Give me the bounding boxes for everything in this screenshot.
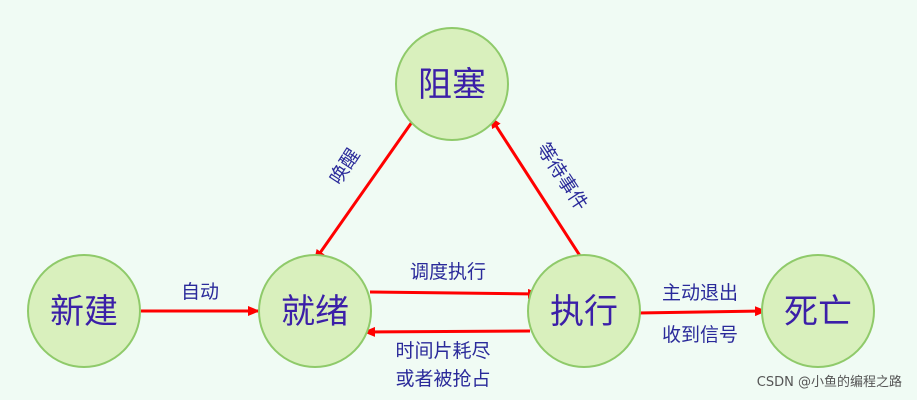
edge-label-signal: 收到信号	[662, 324, 738, 346]
edge-label-exit: 主动退出	[662, 282, 738, 304]
arrow-ready-to-running	[369, 288, 540, 299]
node-new-label: 新建	[50, 292, 118, 332]
node-dead: 死亡	[761, 254, 875, 368]
node-ready-label: 就绪	[281, 292, 349, 332]
arrow-running-to-blocked	[489, 116, 586, 263]
node-new: 新建	[27, 254, 141, 368]
watermark: CSDN @小鱼的编程之路	[757, 374, 902, 390]
arrow-running-to-ready	[363, 326, 531, 337]
node-dead-label: 死亡	[784, 292, 852, 332]
node-running-label: 执行	[550, 292, 618, 332]
edge-label-wait-event: 等待事件	[532, 139, 592, 215]
node-ready: 就绪	[258, 254, 372, 368]
arrow-blocked-to-ready	[313, 121, 414, 262]
arrow-running-to-dead	[637, 306, 767, 317]
node-blocked-label: 阻塞	[418, 65, 486, 105]
node-blocked: 阻塞	[395, 27, 509, 141]
edge-label-schedule: 调度执行	[410, 261, 486, 283]
edge-label-auto: 自动	[181, 281, 219, 303]
edge-label-preempted: 或者被抢占	[395, 368, 490, 390]
node-running: 执行	[527, 254, 641, 368]
edge-label-wakeup: 唤醒	[325, 145, 364, 189]
edge-label-timeslice: 时间片耗尽	[395, 340, 490, 362]
